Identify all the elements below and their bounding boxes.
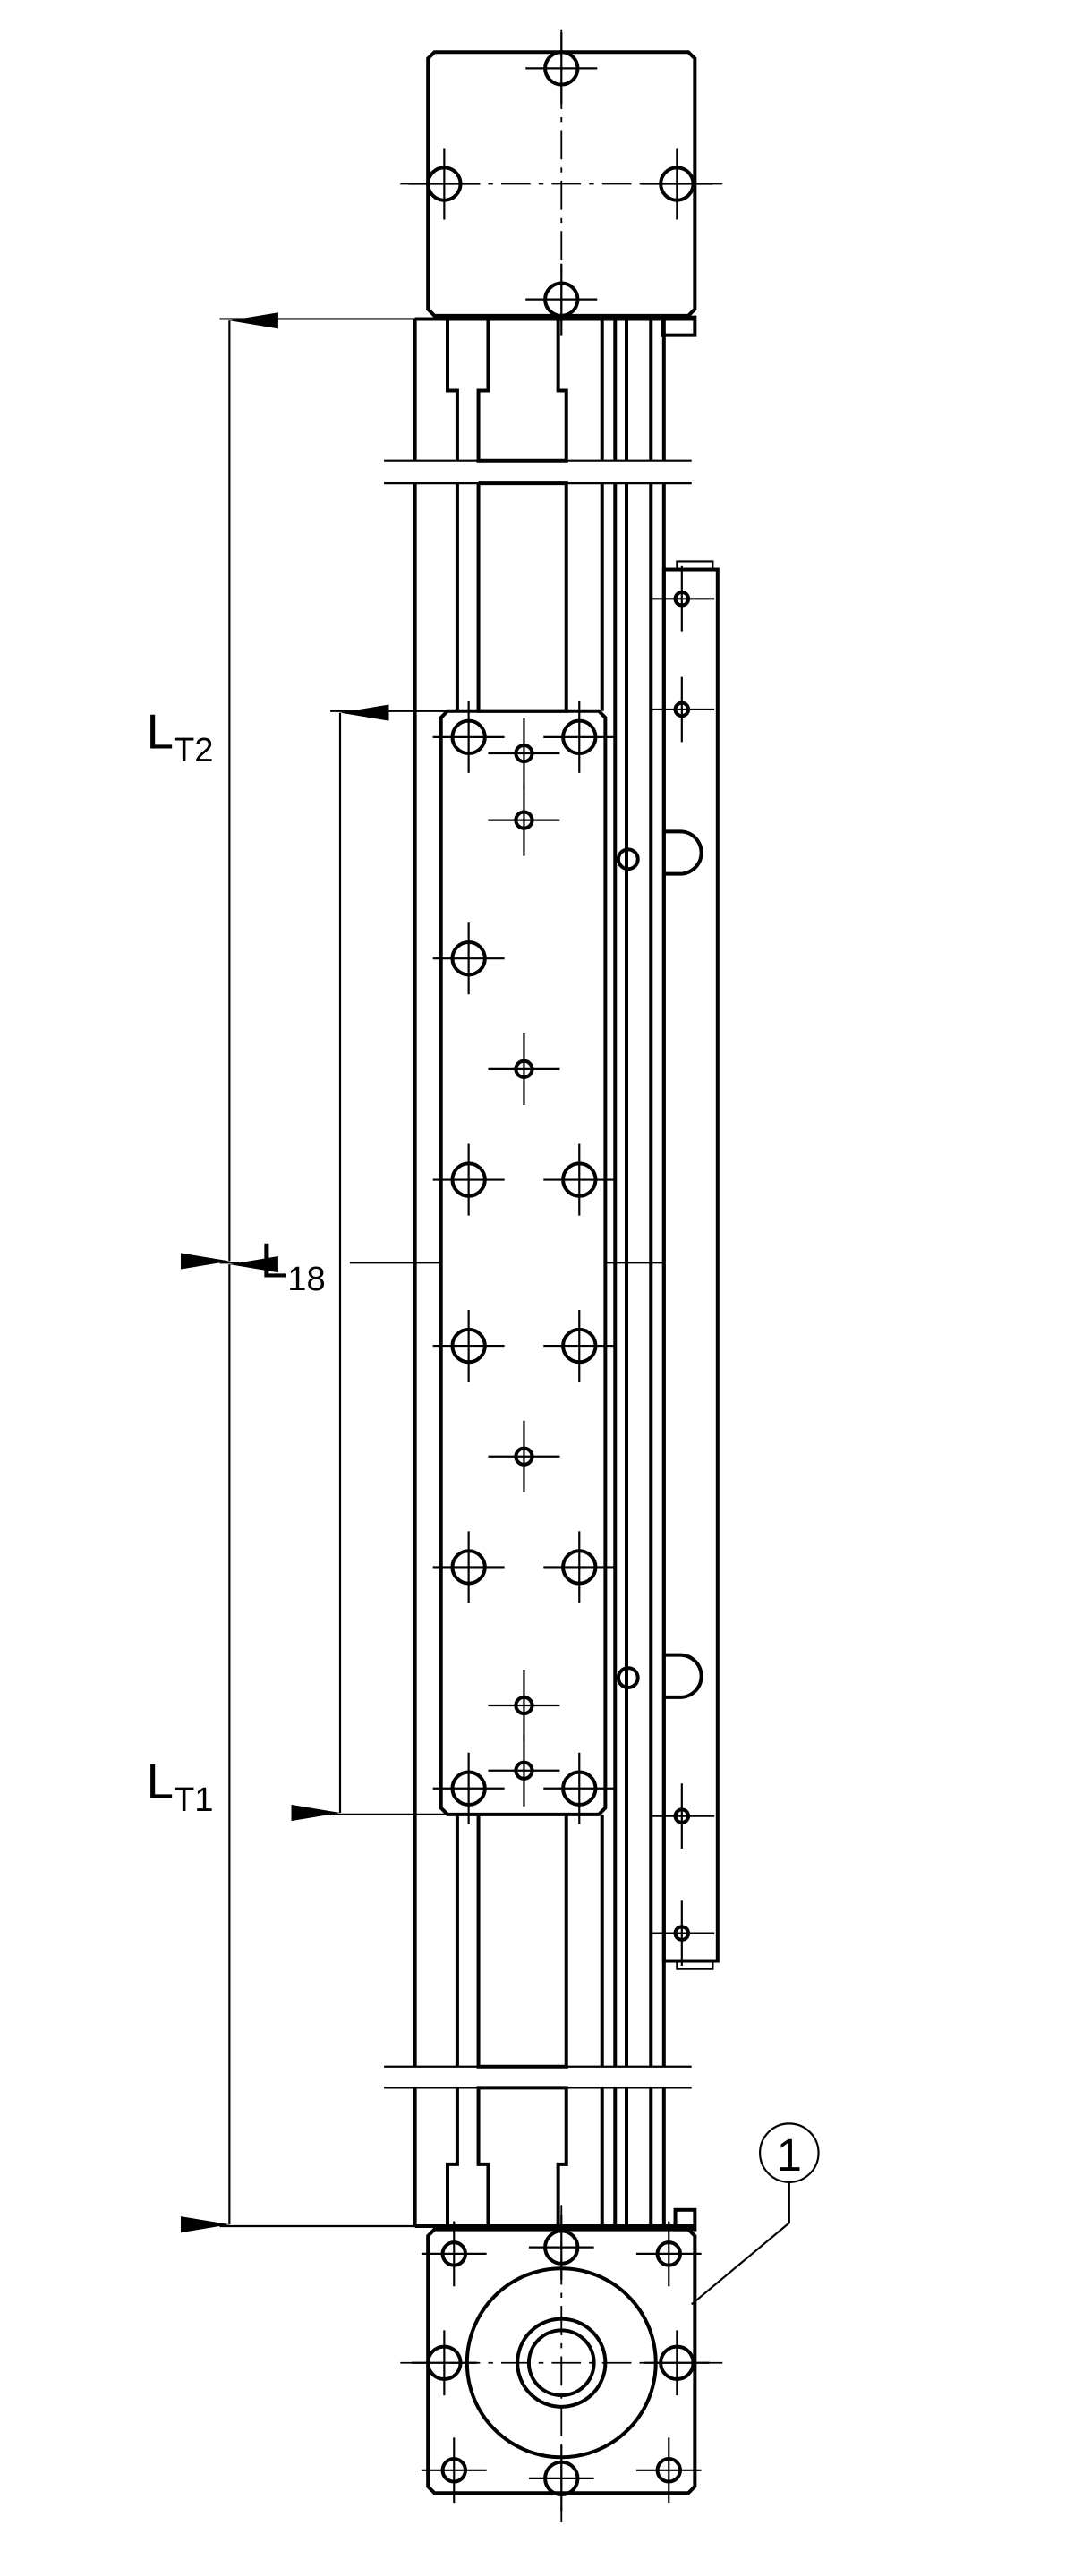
carriage-plate [439, 709, 608, 1816]
side-rail-bar [616, 560, 720, 1970]
part-callout: 1 [691, 2122, 820, 2306]
rail-profile [384, 317, 695, 2228]
dimension-label-lt2: LT2 [147, 705, 214, 770]
callout-number: 1 [777, 2130, 802, 2181]
dimension-lines [180, 312, 664, 2233]
callout-leader [691, 2181, 790, 2306]
mounting-holes [408, 32, 715, 2512]
dimension-label-l18: L18 [260, 1234, 326, 1299]
dimension-label-lt1: LT1 [147, 1755, 214, 1820]
